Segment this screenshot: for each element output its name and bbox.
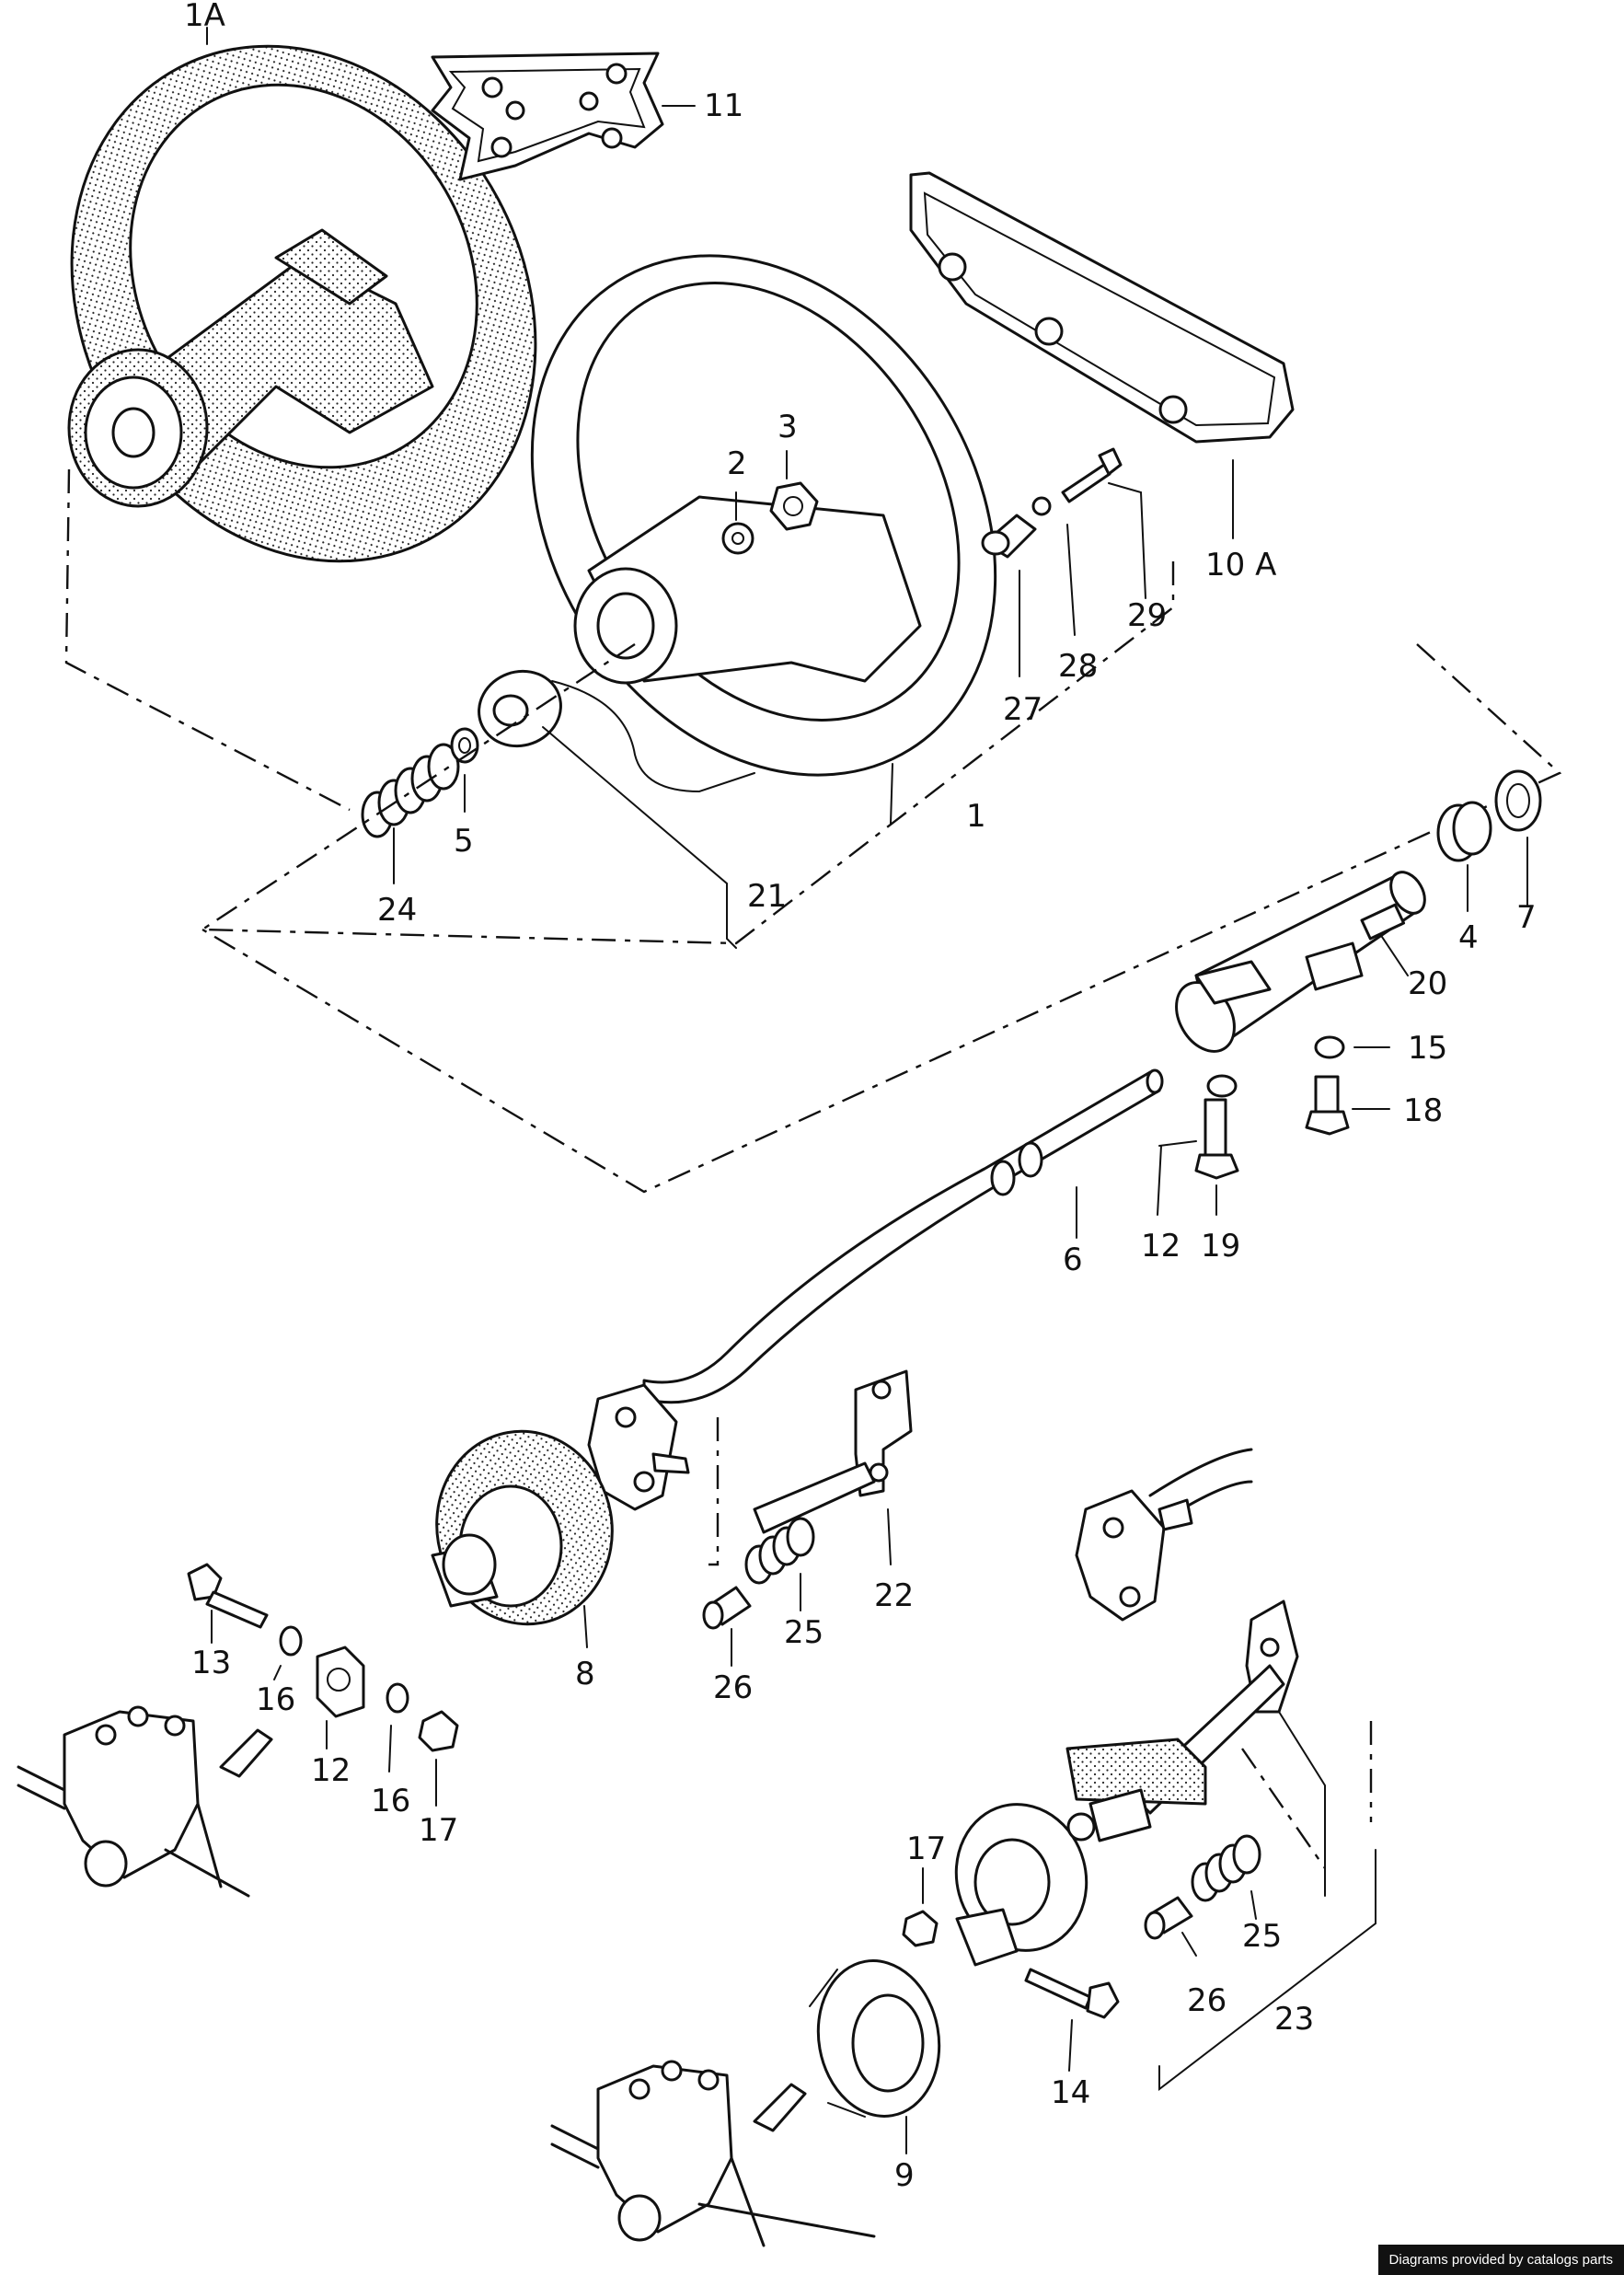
nut-17-a xyxy=(418,1710,459,1807)
ring-7 xyxy=(1494,769,1542,907)
bracket-22 xyxy=(753,1369,913,1565)
screw-19 xyxy=(1194,1098,1239,1216)
callout-15: 15 xyxy=(1408,1030,1447,1067)
group-outline-column xyxy=(202,643,1562,1194)
callout-14: 14 xyxy=(1051,2074,1090,2111)
bushing-26-upper xyxy=(702,1586,752,1667)
callout-8: 8 xyxy=(575,1656,595,1692)
bushing-26-lower xyxy=(1144,1896,1197,1957)
screw-29 xyxy=(1061,447,1146,599)
callout-6: 6 xyxy=(1063,1241,1083,1278)
callout-21: 21 xyxy=(747,878,787,915)
bolt-14 xyxy=(1024,1968,1120,2072)
column-tube-20 xyxy=(1175,871,1426,1053)
cancel-ring-21 xyxy=(478,669,755,949)
callout-18: 18 xyxy=(1403,1092,1443,1129)
callout-23: 23 xyxy=(1274,2001,1314,2038)
spring-25-upper xyxy=(744,1517,815,1611)
bearing-4 xyxy=(1436,801,1492,912)
callout-22: 22 xyxy=(874,1577,914,1614)
clamp-12 xyxy=(316,1646,365,1750)
callout-3: 3 xyxy=(777,409,798,445)
group-outline-wheel xyxy=(64,468,1175,945)
steering-shaft-6 xyxy=(642,1068,1164,1404)
horn-pad-10a xyxy=(909,171,1295,539)
coupling-8 xyxy=(431,1429,614,1648)
callout-12-lower: 12 xyxy=(311,1752,351,1789)
footer-credit: Diagrams provided by catalogs parts xyxy=(1377,2245,1624,2275)
spring-25-lower xyxy=(1191,1834,1261,1920)
callout-17-b: 17 xyxy=(906,1830,946,1867)
link-flange-8 xyxy=(708,1417,720,1566)
callout-4: 4 xyxy=(1458,919,1479,956)
contact-ring-27 xyxy=(981,514,1037,677)
steering-gear-left xyxy=(17,1705,273,1898)
coupling-lower xyxy=(954,1788,1152,1967)
flange-upper xyxy=(587,1383,690,1511)
callout-13: 13 xyxy=(191,1645,231,1681)
washer-12-top xyxy=(1157,1074,1238,1216)
callout-19: 19 xyxy=(1201,1228,1240,1265)
callout-25-lower: 25 xyxy=(1242,1918,1282,1955)
coupling-9 xyxy=(809,1959,941,2154)
callout-16-b: 16 xyxy=(371,1783,410,1819)
callout-5: 5 xyxy=(454,823,474,860)
callout-28: 28 xyxy=(1058,648,1098,685)
callout-29: 29 xyxy=(1127,597,1167,634)
spring-24 xyxy=(361,743,460,884)
callout-20: 20 xyxy=(1408,965,1447,1002)
callout-16-a: 16 xyxy=(256,1681,295,1718)
steering-gear-lower xyxy=(550,2060,876,2247)
washer-16-a xyxy=(273,1625,303,1680)
washer-16-b xyxy=(386,1682,409,1773)
callout-1a: 1A xyxy=(184,0,225,34)
washer-5 xyxy=(450,727,479,813)
callout-2: 2 xyxy=(727,445,747,482)
callout-25-upper: 25 xyxy=(784,1614,824,1651)
callout-26-lower: 26 xyxy=(1187,1982,1227,2019)
callout-17-a: 17 xyxy=(419,1812,458,1849)
group-bracket-23 xyxy=(1158,1849,1376,2092)
callout-1: 1 xyxy=(966,798,986,835)
callout-7: 7 xyxy=(1516,899,1537,936)
callout-24: 24 xyxy=(377,892,417,929)
callout-27: 27 xyxy=(1003,691,1042,728)
callout-12-top: 12 xyxy=(1141,1228,1181,1265)
bracket-23 xyxy=(1065,1599,1373,1897)
washer-15 xyxy=(1314,1035,1390,1059)
lock-washer-2 xyxy=(721,491,754,555)
screw-18 xyxy=(1305,1075,1390,1136)
hub-nut-3 xyxy=(769,450,819,531)
shaft-end-lower xyxy=(1075,1448,1253,1622)
callout-9: 9 xyxy=(894,2157,915,2194)
callout-11: 11 xyxy=(704,87,743,124)
callout-26-upper: 26 xyxy=(713,1669,753,1706)
bolt-13 xyxy=(187,1563,269,1644)
steering-wheel-1 xyxy=(530,254,997,825)
callout-labels: 1A 11 10 A 2 3 27 28 29 1 5 24 21 4 7 20… xyxy=(184,0,1537,2194)
sport-steering-wheel-1a xyxy=(67,27,537,563)
nut-17-b xyxy=(902,1867,939,1947)
horn-pad-11 xyxy=(431,52,696,181)
washer-28 xyxy=(1031,496,1076,636)
callout-10a: 10 A xyxy=(1205,547,1276,583)
